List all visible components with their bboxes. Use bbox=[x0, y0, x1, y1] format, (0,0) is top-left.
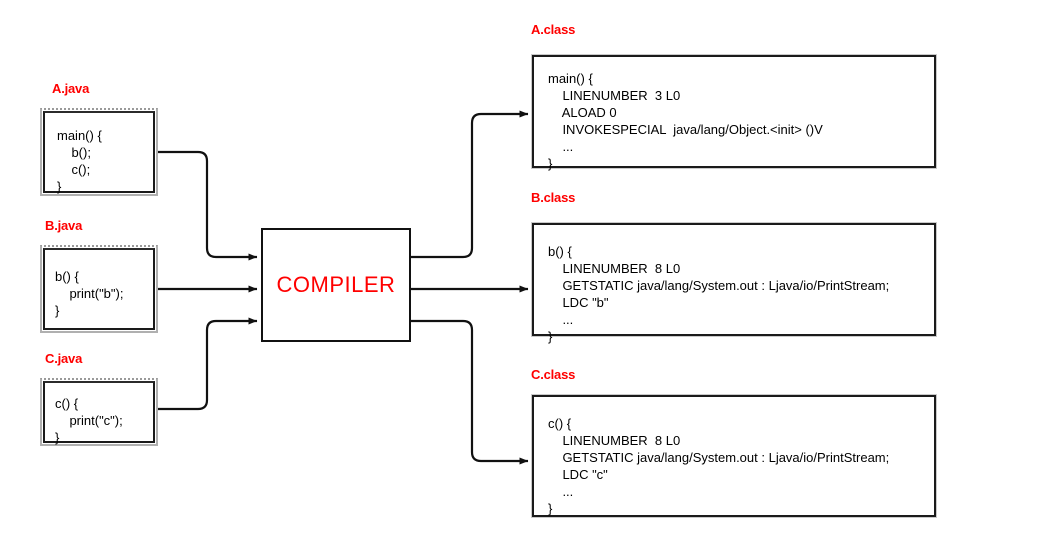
edge-compiler-to-aclass bbox=[411, 110, 529, 259]
source-box-a-java: main() { b(); c(); } bbox=[40, 108, 158, 196]
source-code-c-java: c() { print("c"); } bbox=[55, 396, 123, 445]
edge-cjava-to-compiler bbox=[158, 317, 258, 411]
source-label-c-java: C.java bbox=[45, 351, 83, 366]
source-box-c-java: c() { print("c"); } bbox=[40, 378, 158, 446]
edge-ajava-to-compiler bbox=[158, 150, 258, 261]
output-box-b-class: b() { LINENUMBER 8 L0 GETSTATIC java/lan… bbox=[531, 222, 937, 344]
source-label-a-java: A.java bbox=[52, 81, 90, 96]
source-code-b-java: b() { print("b"); } bbox=[55, 269, 124, 318]
source-box-a-java-frame: main() { b(); c(); } bbox=[43, 111, 155, 194]
edge-compiler-to-cclass bbox=[411, 319, 529, 465]
output-box-b-class-frame: b() { LINENUMBER 8 L0 GETSTATIC java/lan… bbox=[532, 223, 936, 344]
output-box-c-class: c() { LINENUMBER 8 L0 GETSTATIC java/lan… bbox=[531, 394, 937, 518]
output-code-c-class: c() { LINENUMBER 8 L0 GETSTATIC java/lan… bbox=[548, 416, 890, 516]
output-code-a-class: main() { LINENUMBER 3 L0 ALOAD 0 INVOKES… bbox=[548, 71, 823, 171]
source-label-b-java: B.java bbox=[45, 218, 83, 233]
compiler-node[interactable]: COMPILER bbox=[261, 228, 411, 342]
output-box-c-class-frame: c() { LINENUMBER 8 L0 GETSTATIC java/lan… bbox=[532, 395, 936, 517]
output-label-b-class: B.class bbox=[531, 190, 576, 205]
output-code-b-class: b() { LINENUMBER 8 L0 GETSTATIC java/lan… bbox=[548, 244, 890, 344]
source-code-a-java: main() { b(); c(); } bbox=[57, 128, 102, 194]
output-label-a-class: A.class bbox=[531, 22, 576, 37]
output-box-a-class: main() { LINENUMBER 3 L0 ALOAD 0 INVOKES… bbox=[531, 54, 937, 171]
output-box-a-class-frame: main() { LINENUMBER 3 L0 ALOAD 0 INVOKES… bbox=[532, 55, 936, 171]
output-label-c-class: C.class bbox=[531, 367, 576, 382]
source-box-c-java-frame: c() { print("c"); } bbox=[43, 381, 155, 445]
compiler-label: COMPILER bbox=[276, 272, 396, 297]
source-box-b-java: b() { print("b"); } bbox=[40, 245, 158, 333]
source-box-b-java-frame: b() { print("b"); } bbox=[43, 248, 155, 330]
